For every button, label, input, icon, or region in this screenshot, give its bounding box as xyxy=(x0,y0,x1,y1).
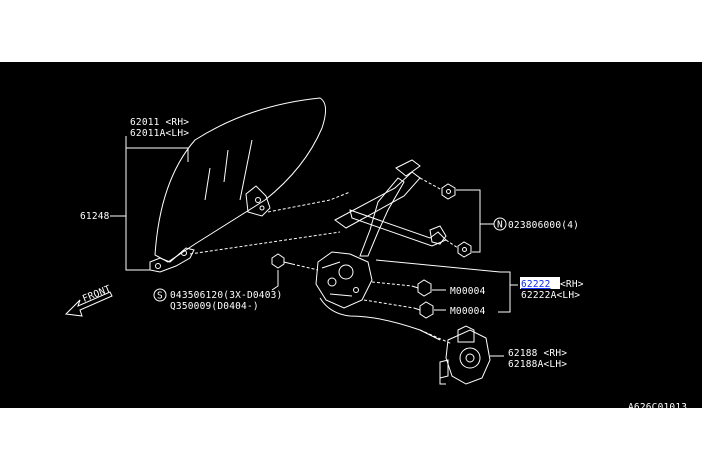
regulator-curved-rail xyxy=(319,297,441,341)
bracket-label: 61248 xyxy=(80,211,110,222)
base-plate-detail xyxy=(321,261,353,297)
dash-line xyxy=(419,329,453,345)
motor-rh-label: 62188 <RH> xyxy=(508,348,567,359)
nut-code-label: 023806000(4) xyxy=(508,220,579,231)
regulator-end-bracket[interactable] xyxy=(429,225,447,245)
leader-line-regulator xyxy=(375,259,518,313)
dash-line xyxy=(419,177,443,191)
screw-s-marker: S xyxy=(157,291,163,302)
nut-lower[interactable] xyxy=(457,241,472,258)
dash-line xyxy=(363,299,415,309)
screw-s2-label: Q350009(D0404-) xyxy=(170,301,259,312)
screw-s-marker-circle xyxy=(153,288,167,302)
bolt-lower-label: M00004 xyxy=(450,306,486,317)
bracket-hole xyxy=(259,205,265,211)
leader-line-glass xyxy=(125,136,189,271)
glass-lh-label: 62011A<LH> xyxy=(130,128,189,139)
base-plate-gear xyxy=(338,264,354,280)
front-label: FRONT xyxy=(81,283,113,304)
screw-s1-label: 043506120(3X-D0403) xyxy=(170,290,282,301)
base-plate-hole xyxy=(353,287,359,293)
regulator-rail[interactable] xyxy=(395,159,421,177)
parts-diagram: FRONT 62011 <RH> 62011A<LH> 61248 S 0435… xyxy=(0,62,702,413)
window-motor[interactable] xyxy=(439,325,491,385)
glass-reflection-line xyxy=(204,167,211,201)
dash-line xyxy=(291,263,319,271)
nut-marker-circle xyxy=(493,217,507,231)
front-arrow xyxy=(64,291,113,317)
regulator-highlight xyxy=(520,277,560,289)
bolt-lower[interactable] xyxy=(413,301,434,319)
dash-line xyxy=(267,191,351,213)
bracket-hole xyxy=(155,263,161,269)
bracket-hole xyxy=(255,197,261,203)
nut-marker: N xyxy=(497,220,503,231)
dash-line xyxy=(371,281,413,287)
glass-reflection-line xyxy=(223,149,229,183)
dash-line xyxy=(445,239,459,249)
drawing-id: A626C01013 xyxy=(628,402,687,408)
glass-reflection-line xyxy=(239,139,253,201)
nut-upper[interactable] xyxy=(441,183,456,200)
regulator-rh-suffix: <RH> xyxy=(560,279,584,290)
regulator-base-plate[interactable] xyxy=(315,251,373,309)
motor-lh-label: 62188A<LH> xyxy=(508,359,567,370)
leader-line-screw xyxy=(271,270,279,291)
regulator-arm-diagonal[interactable] xyxy=(359,177,405,257)
glass-bracket-upper[interactable] xyxy=(245,185,271,217)
regulator-lh-label: 62222A<LH> xyxy=(521,290,580,301)
diagram-svg: FRONT 62011 <RH> 62011A<LH> 61248 S 0435… xyxy=(64,97,687,413)
bolt-upper-label: M00004 xyxy=(450,286,486,297)
glass-rh-label: 62011 <RH> xyxy=(130,117,189,128)
bracket-hole xyxy=(181,250,187,256)
window-glass[interactable] xyxy=(154,97,326,263)
regulator-rh-code[interactable]: 62222 xyxy=(521,279,551,290)
bolt-upper[interactable] xyxy=(411,279,432,297)
screw-s[interactable] xyxy=(271,253,293,269)
leader-line-nut xyxy=(456,189,494,253)
dash-line xyxy=(189,231,341,255)
base-plate-gear xyxy=(327,277,337,287)
